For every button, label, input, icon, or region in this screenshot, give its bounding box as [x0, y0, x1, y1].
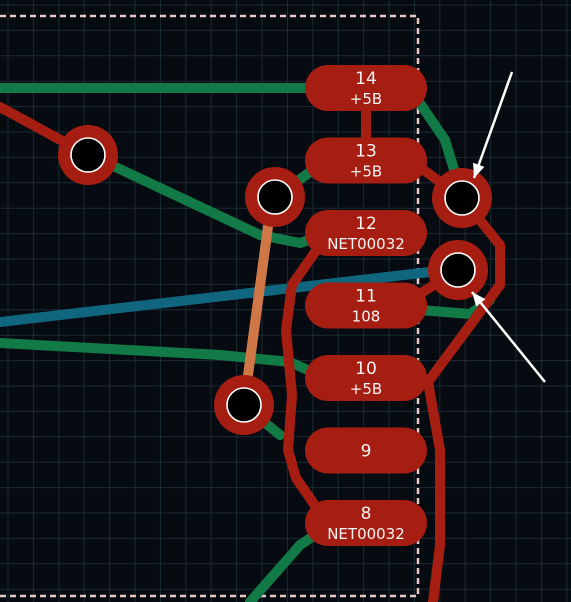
via-left-top[interactable]	[58, 125, 118, 185]
pad-10[interactable]: 10+5B	[305, 355, 427, 401]
via-drill-hole	[444, 180, 480, 216]
pad-net-name: NET00032	[327, 235, 405, 253]
track-green-lower-long[interactable]	[0, 338, 335, 385]
pad-net-name: NET00032	[327, 525, 405, 543]
track-red-10-down[interactable]	[423, 377, 445, 602]
via-drill-hole	[440, 252, 476, 288]
pad-shape[interactable]	[305, 355, 427, 401]
pad-net-name: +5B	[350, 163, 382, 181]
pad-9[interactable]: 9	[305, 427, 427, 474]
via-group	[58, 125, 492, 435]
pad-number: 14	[355, 69, 377, 89]
pad-net-name: +5B	[350, 90, 382, 108]
track-red-via-to-10[interactable]	[423, 193, 505, 387]
track-red-12-to-8[interactable]	[281, 240, 330, 525]
pad-net-name: 108	[352, 308, 381, 326]
pad-shape[interactable]	[305, 210, 427, 256]
pad-number: 10	[355, 359, 377, 379]
via-drill-hole	[226, 387, 262, 423]
pad-shape[interactable]	[305, 282, 427, 329]
pad-number: 9	[361, 442, 372, 462]
pad-number: 12	[355, 214, 377, 234]
pad-number: 13	[355, 142, 377, 162]
arrow-head-icon	[472, 292, 486, 307]
pad-13[interactable]: 13+5B	[305, 137, 427, 184]
annotation-arrows	[471, 71, 546, 383]
track-orange-highlight[interactable]	[239, 192, 277, 410]
pad-net-name: +5B	[350, 380, 382, 398]
front-copper-tracks	[0, 83, 505, 602]
arrow-shaft	[472, 71, 514, 179]
pad-number: 11	[355, 287, 377, 307]
pad-shape[interactable]	[305, 65, 427, 111]
via-right-lower[interactable]	[428, 240, 488, 300]
pad-shape[interactable]	[305, 137, 427, 184]
via-middle[interactable]	[245, 167, 305, 227]
arrow-head-icon	[473, 162, 485, 178]
arrow-shaft	[471, 291, 546, 383]
pad-shape[interactable]	[305, 427, 427, 474]
arrow-to-upper-via	[472, 71, 514, 179]
via-drill-hole	[257, 179, 293, 215]
pad-number: 8	[361, 504, 372, 524]
pad-shape[interactable]	[305, 500, 427, 546]
pad-14[interactable]: 14+5B	[305, 65, 427, 111]
via-lower-left[interactable]	[214, 375, 274, 435]
via-drill-hole	[70, 137, 106, 173]
via-right-upper[interactable]	[432, 168, 492, 228]
arrow-to-lower-via	[471, 291, 546, 383]
